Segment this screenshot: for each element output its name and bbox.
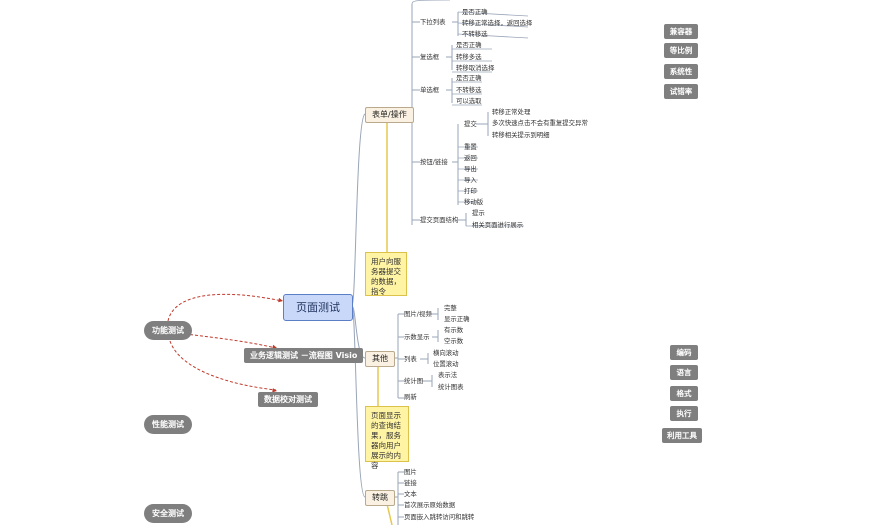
connector-21	[452, 124, 459, 205]
arrow-to-root	[167, 293, 283, 322]
right-button-language[interactable]: 语言	[670, 365, 698, 380]
right-button-error-rate[interactable]: 试错率	[664, 84, 698, 99]
leaf-button-5: 打印	[464, 187, 477, 195]
connector-39	[432, 330, 439, 342]
leaf-button-2: 返回	[464, 154, 477, 162]
connector-38	[430, 308, 439, 320]
leaf-radio-2: 不转移选	[456, 86, 482, 94]
connector-22	[476, 112, 489, 136]
connector-11	[457, 22, 529, 28]
topic-jump[interactable]: 转跳	[365, 490, 395, 506]
node-functional-test[interactable]: 功能测试	[144, 321, 192, 340]
branch-button-link: 按钮/链接	[420, 158, 448, 166]
node-security-test[interactable]: 安全测试	[144, 504, 192, 523]
topic-other[interactable]: 其他	[365, 351, 395, 367]
note-stem-jump	[386, 503, 393, 525]
jump-leaf-4: 首次展示原始数据	[404, 501, 456, 509]
connector-40	[420, 353, 429, 364]
connector-2	[351, 305, 366, 498]
leaf-image-2: 显示正确	[444, 315, 470, 323]
right-button-execute[interactable]: 执行	[670, 406, 698, 421]
connector-lines	[351, 0, 529, 525]
leaf-dropdown-3: 不转移选	[462, 30, 488, 38]
leaf-radio-3: 可以选取	[456, 97, 482, 105]
right-button-tools[interactable]: 利用工具	[662, 428, 702, 443]
connector-0	[351, 113, 366, 307]
branch-image-video: 图片/视频	[404, 310, 432, 318]
leaf-submit-page-1: 提示	[472, 209, 485, 217]
leaf-submit-3: 转移相关提示到明细	[492, 131, 550, 139]
leaf-image-1: 完整	[444, 304, 457, 312]
connector-31	[411, 0, 451, 5]
leaf-stat-1: 表示法	[438, 371, 458, 379]
leaf-button-3: 导出	[464, 165, 477, 173]
note-other: 页面显示的查询结果，服务器向用户展示的内容	[365, 406, 409, 470]
jump-leaf-1: 图片	[404, 468, 417, 476]
branch-list: 列表	[404, 355, 417, 363]
connector-41	[422, 375, 433, 387]
leaf-stat-2: 统计图表	[438, 383, 464, 391]
connector-29	[458, 213, 467, 226]
branch-stat-chart: 统计图	[404, 377, 424, 385]
arrow-to-business-logic-head	[272, 344, 277, 349]
jump-leaf-3: 文本	[404, 490, 417, 498]
connector-12	[457, 33, 529, 39]
leaf-count-1: 有示数	[444, 326, 464, 334]
arrow-to-data-validation-head	[272, 388, 277, 393]
leaf-button-1: 重置	[464, 143, 477, 151]
leaf-dropdown-2: 转移正常选择，返回选择	[462, 19, 533, 27]
leaf-count-2: 空示数	[444, 337, 464, 345]
leaf-dropdown-1: 是否正确	[462, 8, 488, 16]
note-form: 用户向服务器提交的数据，指令	[365, 252, 407, 296]
topic-form-operations[interactable]: 表单/操作	[365, 107, 414, 123]
leaf-checkbox-2: 转移多选	[456, 53, 482, 61]
arrow-to-data-validation	[169, 340, 277, 391]
leaf-list-2: 位置滚动	[433, 360, 459, 368]
leaf-button-4: 导入	[464, 176, 477, 184]
branch-refresh: 刷新	[404, 393, 417, 401]
right-button-system[interactable]: 系统性	[664, 64, 698, 79]
connector-17	[446, 78, 453, 103]
node-performance-test[interactable]: 性能测试	[144, 415, 192, 434]
jump-leaf-2: 链接	[404, 479, 417, 487]
leaf-checkbox-3: 转移取消选择	[456, 64, 495, 72]
branch-count-display: 示数显示	[404, 333, 430, 341]
leaf-radio-1: 是否正确	[456, 74, 482, 82]
node-data-validation-test[interactable]: 数据校对测试	[258, 392, 318, 407]
connector-13	[446, 45, 453, 70]
leaf-list-1: 横向滚动	[433, 349, 459, 357]
arrow-to-root-head	[278, 297, 283, 303]
dashed-arrows	[167, 293, 283, 393]
leaf-submit-page-2: 相关页面进行展示	[472, 221, 524, 229]
arrow-to-business-logic	[184, 333, 277, 349]
node-business-logic-test[interactable]: 业务逻辑测试 －流程图 Visio	[244, 348, 364, 363]
right-button-ratio[interactable]: 等比例	[664, 43, 698, 58]
connector-10	[457, 11, 529, 17]
root-node-page-test[interactable]: 页面测试	[283, 294, 353, 321]
connector-9	[452, 12, 459, 36]
branch-submit-page: 提交页面结构	[420, 216, 459, 224]
leaf-checkbox-1: 是否正确	[456, 41, 482, 49]
right-button-format[interactable]: 格式	[670, 386, 698, 401]
leaf-submit-1: 转移正常处理	[492, 108, 531, 116]
leaf-submit-2: 多次快速点击不会有重复提交异常	[492, 119, 588, 127]
branch-radio: 单选框	[420, 86, 440, 94]
right-button-encoding[interactable]: 编码	[670, 345, 698, 360]
jump-leaf-5: 页面嵌入跳转访问和跳转	[404, 513, 475, 521]
sub-branch-submit: 提交	[464, 120, 477, 128]
leaf-button-6: 移动版	[464, 198, 484, 206]
branch-checkbox: 复选框	[420, 53, 440, 61]
right-button-compat[interactable]: 兼容器	[664, 24, 698, 39]
branch-dropdown: 下拉列表	[420, 18, 446, 26]
